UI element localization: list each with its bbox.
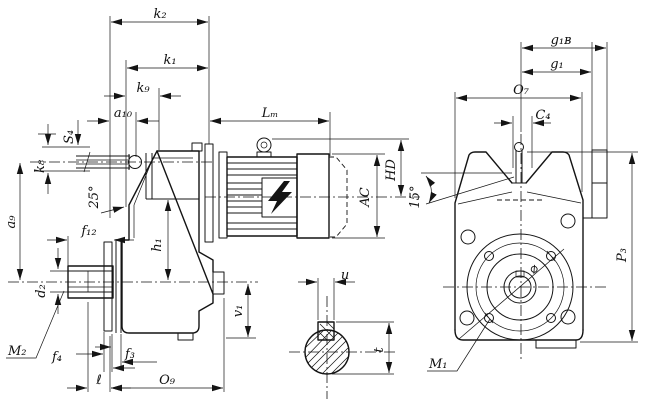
eyebolt-icon	[256, 137, 272, 158]
dim-label-f4: f₄	[51, 350, 62, 365]
housing-corner-holes	[459, 213, 576, 326]
motor-envelope-outline	[329, 156, 348, 238]
dim-label-t: t	[372, 347, 387, 353]
dim-label-diameter: ⌀	[526, 261, 542, 278]
gearbox-foot	[177, 332, 194, 341]
output-hub	[67, 265, 114, 299]
m1-leader	[427, 318, 491, 372]
front-dimensions	[425, 44, 636, 372]
dim-label-15deg: 15°	[408, 185, 423, 208]
input-shaft-end	[514, 142, 524, 183]
dim-label-a9: a₉	[4, 215, 19, 229]
dim-label-p3: P₃	[615, 248, 630, 263]
end-view: g₁ʙ g₁ O₇ C₄ 15° P₃ M₁ ⌀	[408, 33, 638, 372]
rear-output-stub	[212, 271, 225, 295]
side-view: k₂ k₁ k₉ a₁₀ Lₘ S₄ k₈ a₉ 25° f₁₂ d₂ M₂ f…	[4, 7, 420, 392]
dim-label-o9: O₉	[159, 373, 176, 388]
dim-label-g1: g₁	[550, 57, 564, 72]
dim-label-v1: v₁	[231, 305, 246, 318]
dim-label-k1: k₁	[163, 53, 176, 68]
shaft-hatching	[304, 321, 350, 375]
dim-label-h1: h₁	[150, 238, 165, 252]
dim-label-k8: k₈	[33, 159, 48, 173]
front-extension-lines	[421, 42, 638, 343]
motor-fins	[227, 162, 297, 230]
fan-cover	[296, 153, 330, 239]
bolt-circle-diagonal	[458, 248, 565, 340]
dim-label-lm: Lₘ	[261, 106, 279, 121]
dim-label-k2: k₂	[153, 7, 166, 22]
dim-label-hd: HD	[384, 159, 399, 182]
dim-label-s4: S₄	[62, 130, 77, 144]
output-flange-plate	[103, 241, 113, 332]
output-flange	[458, 233, 574, 341]
input-shaft	[76, 151, 142, 173]
dim-label-a10: a₁₀	[114, 106, 133, 121]
top-lug	[191, 142, 203, 152]
dim-label-d2: d₂	[34, 284, 49, 298]
front-foot	[535, 339, 577, 349]
side-dimensions	[6, 18, 405, 392]
dim-label-u: u	[341, 268, 349, 283]
dim-label-m1: M₁	[428, 357, 448, 372]
shaft-circle	[304, 329, 350, 375]
dim-label-k9: k₉	[136, 81, 150, 96]
dim-label-c4: C₄	[535, 108, 550, 123]
gearbox-housing	[103, 142, 225, 341]
motor-flange	[218, 151, 228, 239]
angle-arc	[425, 175, 437, 204]
adapter-plate	[204, 143, 214, 243]
terminal-box-block	[583, 149, 608, 219]
dim-label-l: ℓ	[95, 373, 101, 388]
dim-label-25deg: 25°	[87, 185, 102, 209]
bore-keyway	[515, 270, 525, 278]
dim-label-f3: f₃	[124, 347, 135, 362]
shaft-key-section: u t	[289, 268, 396, 399]
motor-side	[204, 137, 348, 243]
section-dimensions	[298, 278, 393, 373]
dim-label-m2: M₂	[7, 344, 27, 359]
dim-label-g1b: g₁ʙ	[551, 33, 572, 48]
dim-label-ac: AC	[358, 187, 373, 207]
m2-leader	[6, 290, 65, 359]
lightning-bolt-icon	[268, 181, 292, 214]
front-centerlines	[443, 134, 606, 362]
dim-label-f12: f₁₂	[80, 224, 96, 239]
section-extension-lines	[317, 278, 394, 375]
side-centerlines	[8, 161, 420, 283]
dim-label-o7: O₇	[513, 83, 530, 98]
